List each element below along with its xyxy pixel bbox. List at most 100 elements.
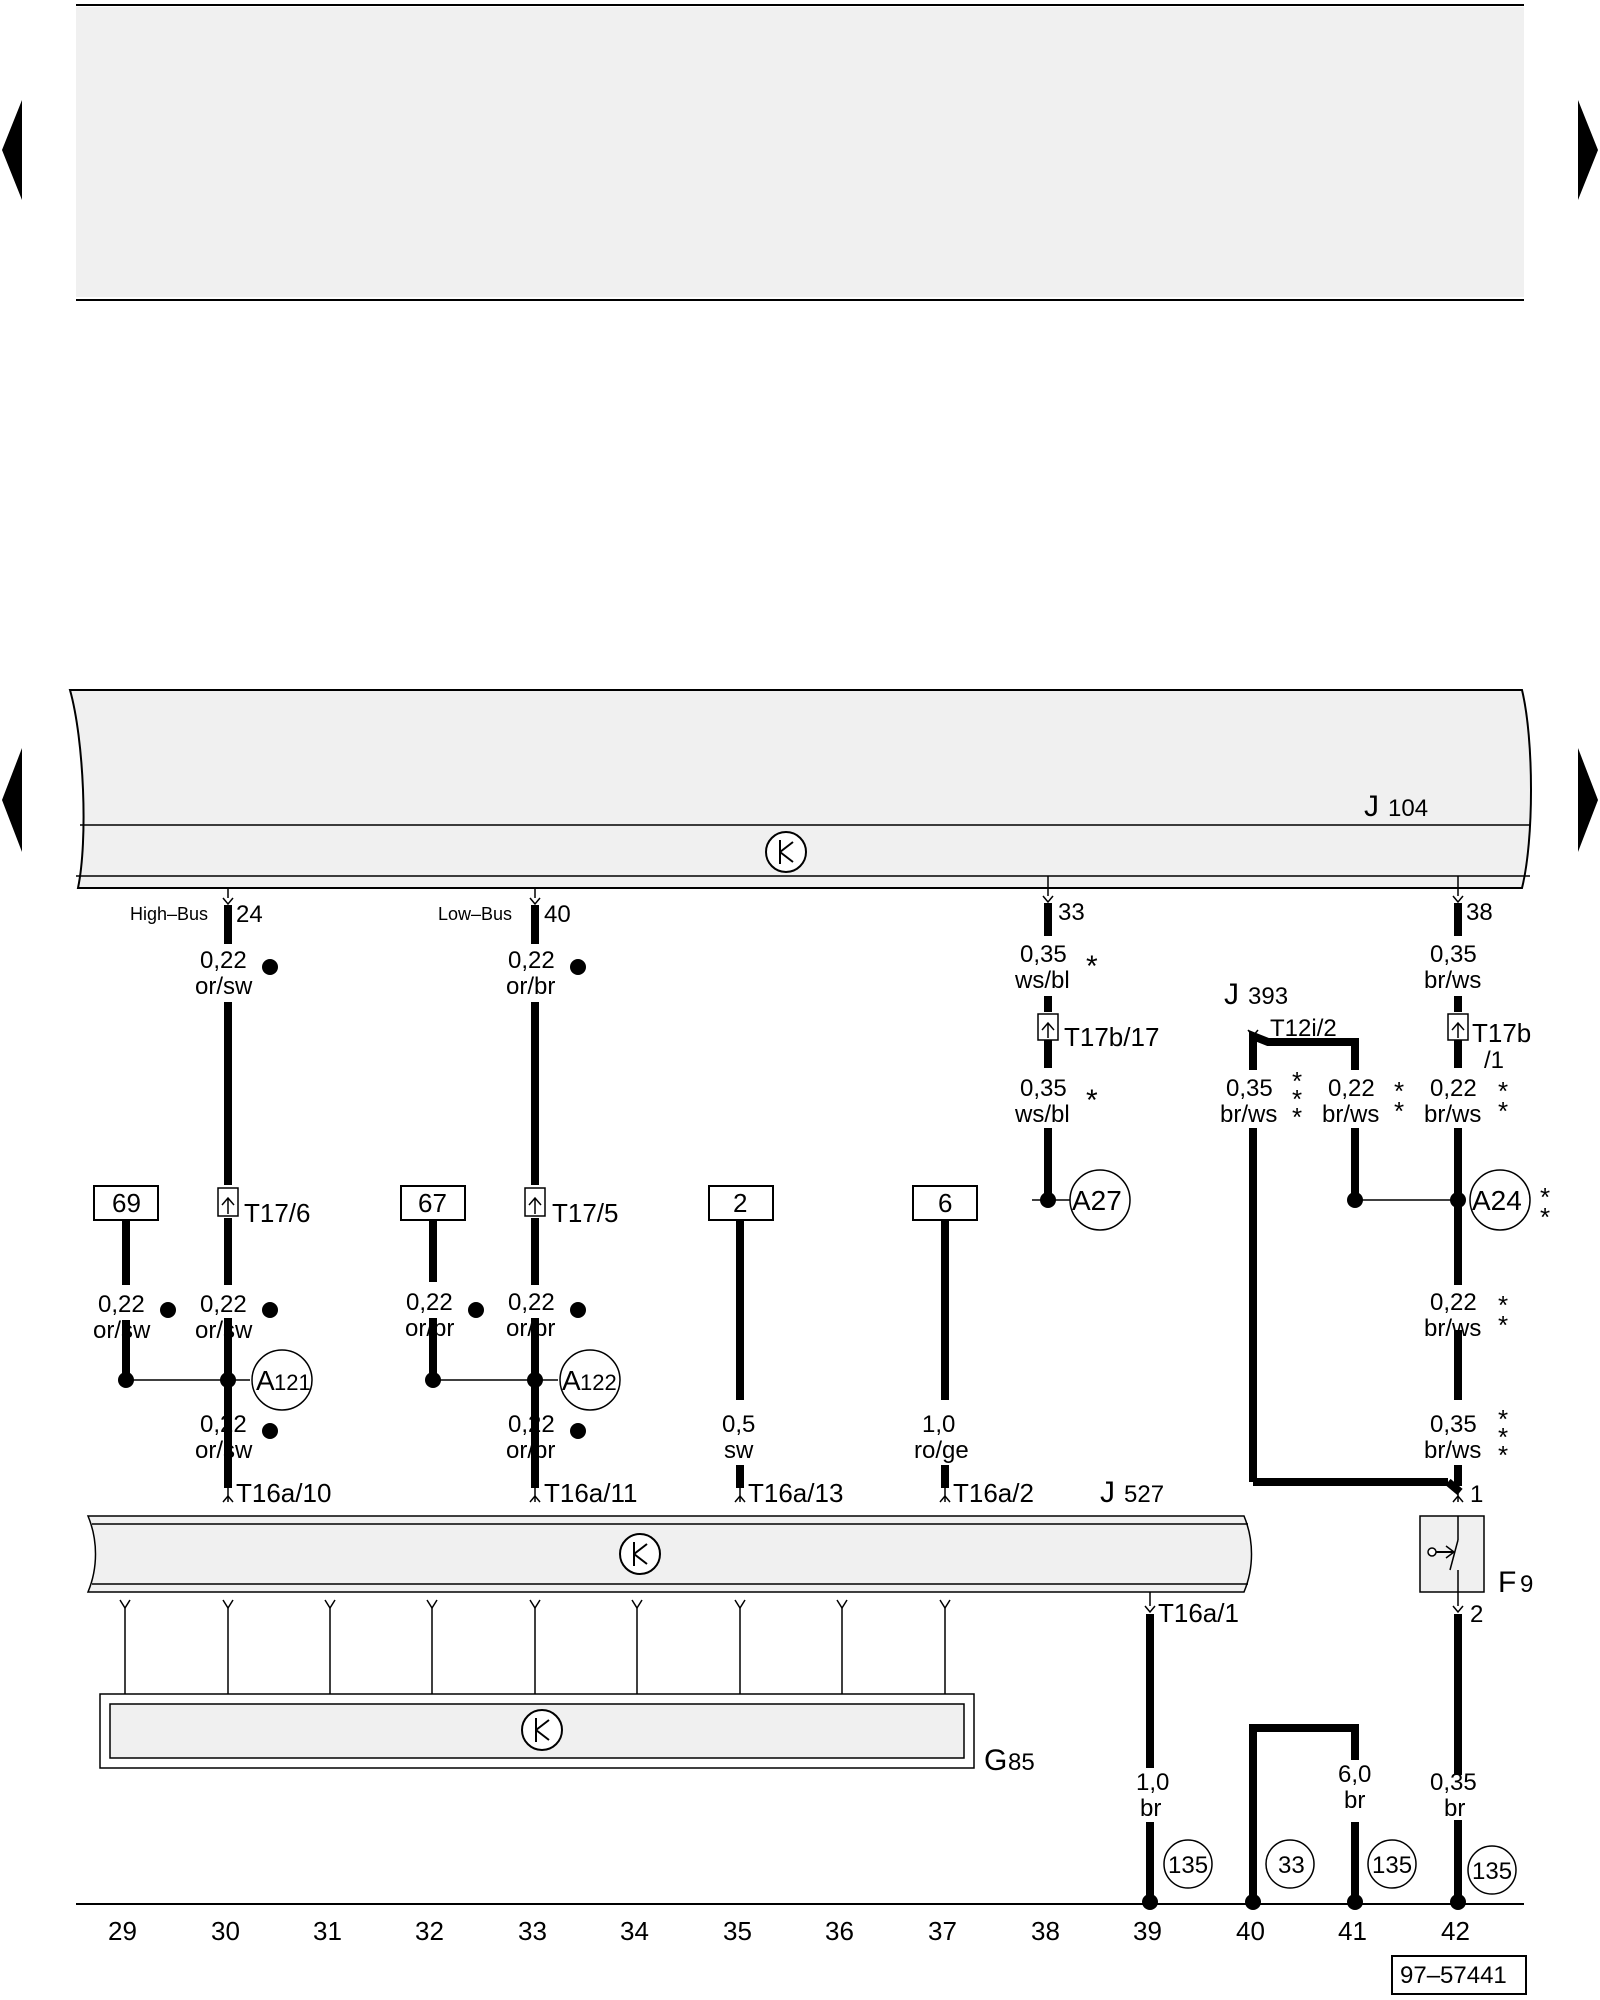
wire-size: 0,22 [200,1411,247,1438]
junction-a122[interactable] [559,1349,621,1411]
wire-size: 0,35 [1020,1075,1067,1102]
control-unit-symbol-icon [765,831,807,873]
option-dot-icon [570,1302,586,1318]
wire-size: 0,35 [1430,941,1477,968]
wire-color: br [1344,1787,1365,1814]
top-panel [76,4,1524,301]
ground-ref-label: 135 [1472,1858,1512,1885]
junction-a27[interactable] [1069,1169,1131,1231]
wire-size: 0,35 [1430,1769,1477,1796]
junction-dot [1245,1894,1261,1910]
wire-size: 0,22 [200,947,247,974]
footnote-mark: * [1498,1076,1508,1106]
figure-id-label: 97–57441 [1400,1962,1507,1989]
pin-1: 1 [1470,1481,1483,1508]
ref-2: 2 [733,1188,747,1218]
scale-number: 42 [1441,1916,1470,1946]
ground-ref-135[interactable] [1367,1839,1417,1889]
option-dot-icon [262,959,278,975]
option-dot-icon [160,1302,176,1318]
footnote-mark: * [1292,1102,1302,1132]
pin-38: 38 [1466,899,1493,926]
ref-box-2[interactable] [708,1185,774,1221]
connector-t16a-2: T16a/2 [953,1478,1034,1508]
wire-color: or/br [506,1315,555,1342]
pin-33: 33 [1058,899,1085,926]
wire-color: br/ws [1424,1101,1481,1128]
footnote-mark: * [1292,1066,1302,1096]
low-bus-label: Low–Bus [438,904,512,924]
footnote-mark: * [1292,1084,1302,1114]
junction-dot [1347,1894,1363,1910]
wire-color: br/ws [1424,1437,1481,1464]
scale-number: 31 [313,1916,342,1946]
ground-ref-label: 33 [1278,1852,1305,1879]
footnote-mark: * [1540,1182,1550,1212]
wire-color: br/ws [1322,1101,1379,1128]
wire-size: 1,0 [922,1411,955,1438]
ground-ref-135[interactable] [1467,1845,1517,1895]
wire-column-29: 69 0,22 or/sw A 121 [93,1185,313,1420]
ground-ref-135[interactable] [1163,1839,1213,1889]
scale-number: 36 [825,1916,854,1946]
wire-column-33: Low–Bus 40 0,22 or/br T17/5 0,22 or/br 0… [438,888,637,1508]
bottom-scale: 29 30 31 32 33 34 35 36 37 38 39 40 41 4… [76,1903,1524,1946]
figure-id: 97–57441 [1391,1955,1527,1995]
wire-color: or/sw [195,1437,253,1464]
junction-a121-letter: A [256,1365,275,1396]
pin-24: 24 [236,901,263,928]
j104-number: 104 [1388,795,1428,822]
wire-size: 0,22 [508,1411,555,1438]
triangle-left-icon[interactable] [2,100,22,200]
ref-box-69[interactable] [93,1185,159,1221]
wire-column-32: 67 0,22 or/br A 122 [400,1185,621,1411]
wire-column-42: 38 0,35 br/ws T17b /1 0,22 br/ws * * A24… [1419,876,1550,1910]
wire-color: or/sw [195,973,253,1000]
wire-column-39: T16a/1 1,0 br 135 [1136,1592,1239,1910]
connector-t17b-1-pin: /1 [1484,1047,1504,1074]
option-dot-icon [262,1423,278,1439]
wire-size: 0,5 [722,1411,755,1438]
footnote-mark: * [1086,1084,1098,1117]
junction-a27-label: A27 [1072,1185,1122,1216]
footnote-mark: * [1498,1096,1508,1126]
wire-color: or/br [506,1437,555,1464]
wire-color: br [1444,1795,1465,1822]
ref-box-6[interactable] [912,1185,978,1221]
footnote-mark: * [1498,1310,1508,1340]
ref-69: 69 [112,1188,141,1218]
connector-t16a-1: T16a/1 [1158,1598,1239,1628]
junction-a24-label: A24 [1472,1185,1522,1216]
connector-t16a-13: T16a/13 [748,1478,843,1508]
scale-number: 30 [211,1916,240,1946]
j527-number: 527 [1124,1481,1164,1508]
control-unit-j527: J 527 [86,1476,1253,1593]
triangle-left-icon[interactable] [2,748,22,852]
ground-ref-33[interactable] [1265,1839,1315,1889]
junction-a24[interactable] [1469,1169,1531,1231]
option-dot-icon [262,1302,278,1318]
wire-column-38: 33 0,35 ws/bl * T17b/17 0,35 ws/bl * A27 [1014,876,1159,1231]
triangle-right-icon[interactable] [1578,748,1598,852]
control-unit-symbol-icon [619,1533,661,1575]
wire-size: 0,35 [1226,1075,1273,1102]
wire-color: ro/ge [914,1437,969,1464]
footnote-mark: * [1086,950,1098,983]
option-dot-icon [468,1302,484,1318]
option-dot-icon [570,1423,586,1439]
junction-a121[interactable] [251,1349,313,1411]
option-dot-icon [570,959,586,975]
wire-color: ws/bl [1014,1101,1070,1128]
footnote-mark: * [1394,1096,1404,1126]
wire-color: or/br [405,1315,454,1342]
pin-40: 40 [544,901,571,928]
ground-ref-label: 135 [1168,1852,1208,1879]
scale-number: 38 [1031,1916,1060,1946]
triangle-right-icon[interactable] [1578,100,1598,200]
switch-contact-icon [1427,1547,1437,1557]
connector-t17b-17: T17b/17 [1064,1022,1159,1052]
scale-number: 37 [928,1916,957,1946]
wire-size: 0,35 [1430,1411,1477,1438]
j527-label: J [1100,1476,1115,1509]
